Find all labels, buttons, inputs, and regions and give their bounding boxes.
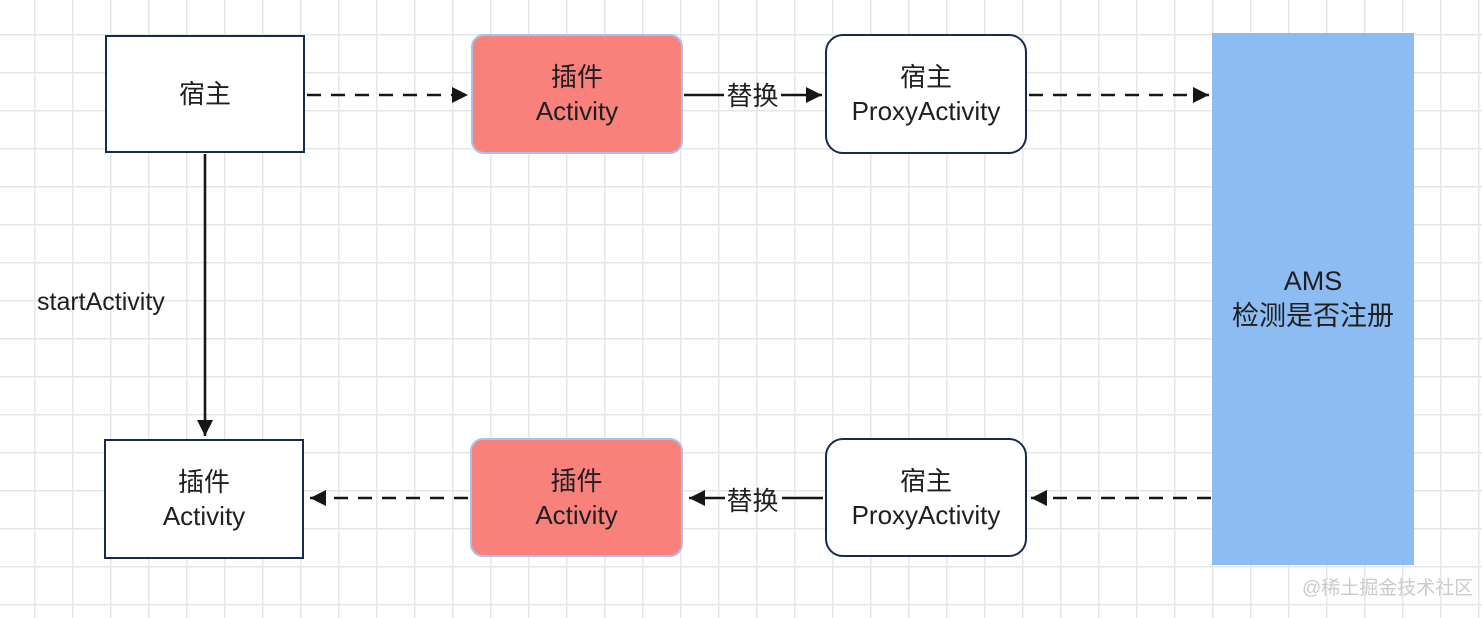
- node-plugin-activity-top-line2: Activity: [535, 96, 619, 126]
- node-plugin-activity-bottom-mid-line1: 插件: [550, 465, 603, 496]
- node-host-proxy-top-line1: 宿主: [899, 62, 952, 92]
- node-plugin-activity-bottom-left-line1: 插件: [177, 467, 230, 497]
- node-ams-line1: AMS: [1283, 266, 1343, 296]
- node-plugin-activity-top-line1: 插件: [550, 62, 603, 92]
- node-host-proxy-bottom-line2: ProxyActivity: [851, 499, 1001, 530]
- node-plugin-activity-bottom-left: 插件 Activity: [104, 439, 304, 559]
- node-host-proxy-bottom: 宿主 ProxyActivity: [825, 438, 1027, 557]
- edge-label-replace-bottom: 替换: [726, 486, 779, 516]
- node-host-label: 宿主: [178, 79, 231, 109]
- node-plugin-activity-bottom-left-line2: Activity: [162, 501, 246, 531]
- node-ams: AMS 检测是否注册: [1212, 33, 1414, 565]
- node-host-proxy-top: 宿主 ProxyActivity: [825, 34, 1027, 154]
- edge-label-replace-top: 替换: [726, 81, 779, 111]
- node-plugin-activity-bottom-mid-line2: Activity: [535, 499, 618, 530]
- node-plugin-activity-top: 插件 Activity: [471, 34, 683, 154]
- watermark-juejin: @稀土掘金技术社区: [1302, 578, 1474, 599]
- edge-label-startactivity: startActivity: [37, 288, 165, 316]
- node-ams-line2: 检测是否注册: [1232, 301, 1394, 331]
- node-plugin-activity-bottom-mid: 插件 Activity: [470, 438, 683, 557]
- node-host-proxy-top-line2: ProxyActivity: [851, 96, 1001, 126]
- node-host: 宿主: [105, 35, 305, 153]
- node-host-proxy-bottom-line1: 宿主: [899, 465, 952, 496]
